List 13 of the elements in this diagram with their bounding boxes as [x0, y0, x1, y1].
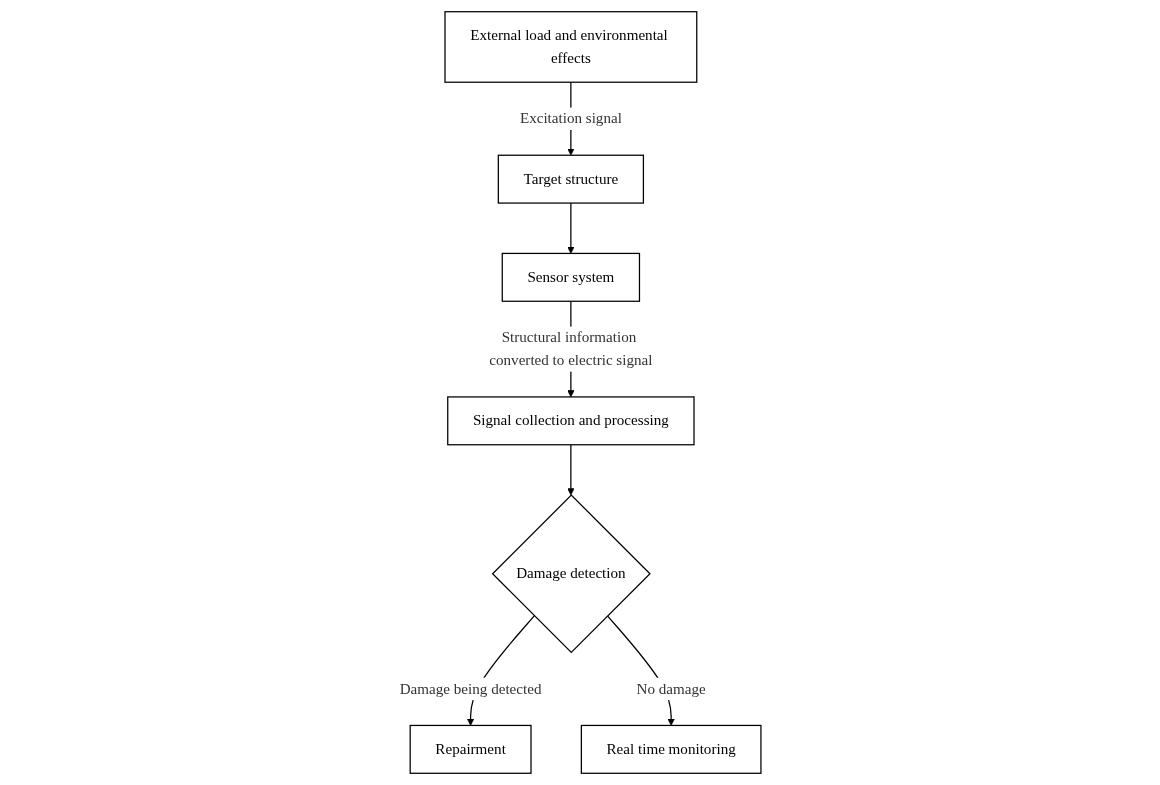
node-diamond: Damage detection — [491, 494, 651, 654]
node-box: External load and environmental effects — [444, 11, 698, 83]
node-box: Signal collection and processing — [446, 396, 695, 446]
node-box: Real time monitoring — [580, 724, 762, 774]
edge-label: No damage — [636, 680, 706, 697]
edge-label: Excitation signal — [519, 109, 622, 127]
node-box: Target structure — [497, 154, 644, 204]
node-box: Sensor system — [501, 252, 640, 302]
edge-label: Structural information converted to electric signal — [488, 328, 653, 369]
arrow — [566, 444, 575, 496]
arrow — [566, 202, 575, 254]
node-box: Repairment — [409, 724, 532, 774]
edge-label: Damage being detected — [399, 680, 542, 697]
